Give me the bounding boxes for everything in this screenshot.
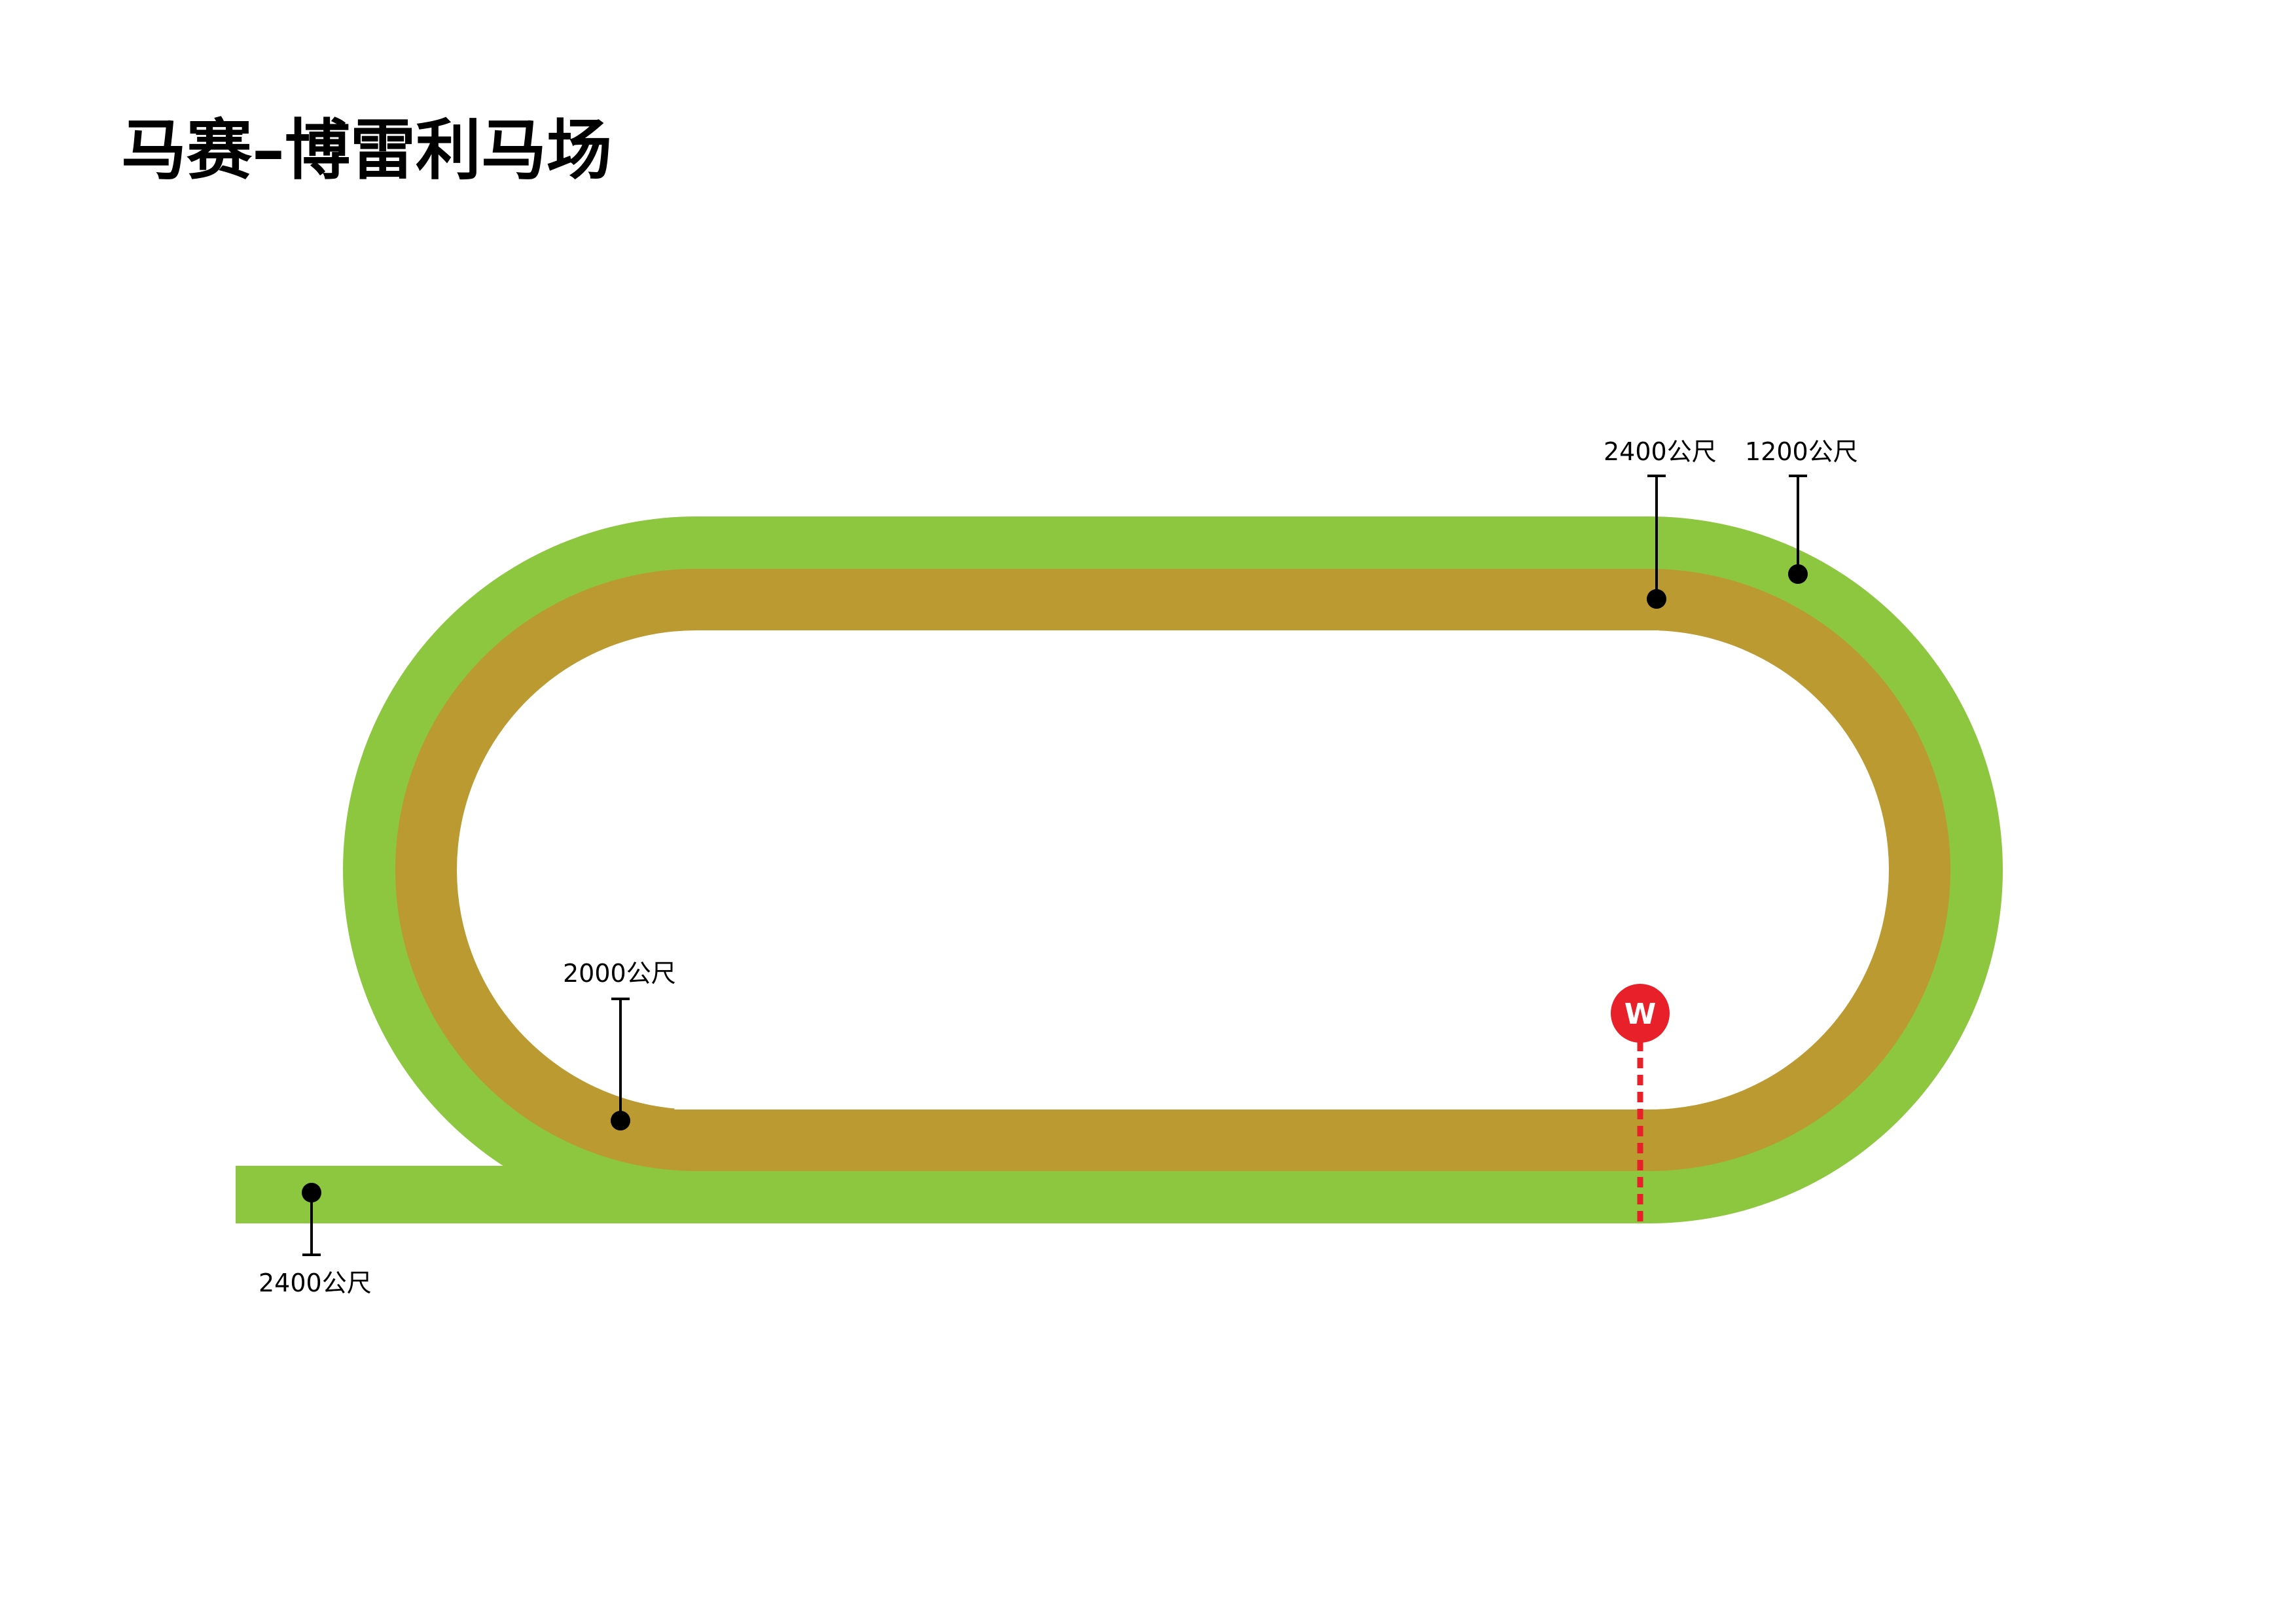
start-marker-top-2400: 2400公尺 — [1604, 437, 1717, 609]
start-marker-2000: 2000公尺 — [563, 959, 676, 1130]
start-marker-chute-2400: 2400公尺 — [259, 1183, 372, 1297]
marker-label: 2000公尺 — [563, 959, 676, 988]
spur-gap — [1613, 630, 1659, 707]
marker-label: 1200公尺 — [1745, 437, 1858, 466]
marker-label: 2400公尺 — [259, 1269, 372, 1297]
page-title: 马赛–博雷利马场 — [121, 112, 612, 189]
finish-post-label: W — [1624, 998, 1657, 1031]
marker-dot-icon — [611, 1111, 630, 1130]
marker-label: 2400公尺 — [1604, 437, 1717, 466]
finish-post-icon — [1611, 984, 1670, 1043]
start-marker-top-1200: 1200公尺 — [1745, 437, 1858, 584]
infield — [457, 630, 1889, 1110]
spur-gap — [1539, 630, 1562, 707]
marker-dot-icon — [1788, 564, 1808, 584]
spur-gap — [674, 1042, 706, 1110]
marker-dot-icon — [1647, 589, 1666, 609]
spur-gap — [754, 1042, 778, 1110]
